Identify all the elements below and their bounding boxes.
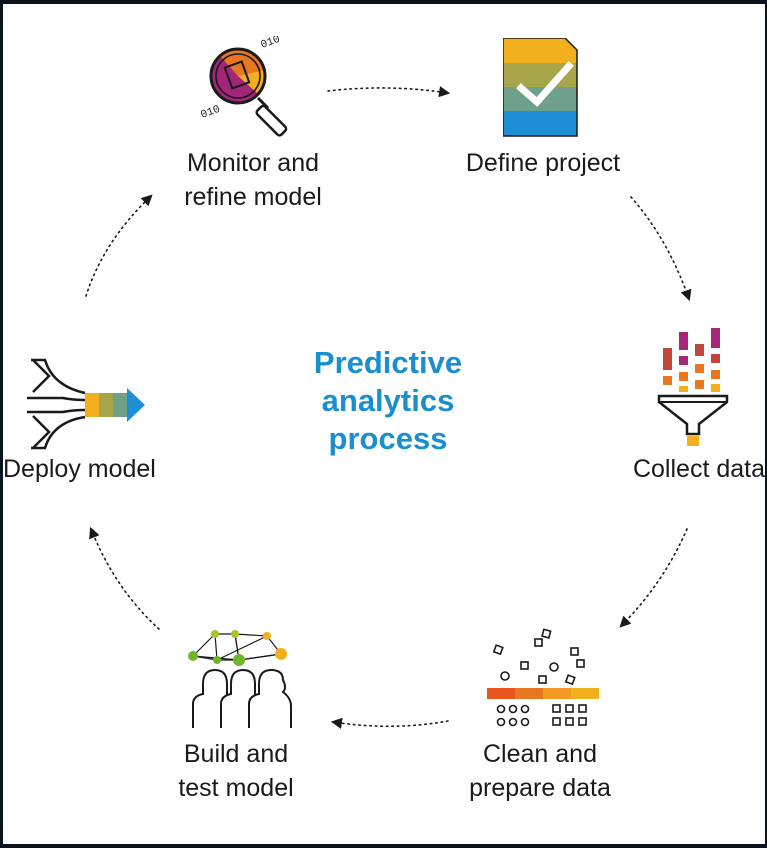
step-collect-label: Collect data xyxy=(632,455,765,483)
arrow-define-to-collect xyxy=(630,196,692,302)
arrow-deploy-to-monitor xyxy=(85,194,153,297)
checklist-document-icon xyxy=(503,38,578,137)
arrow-collect-to-clean xyxy=(619,528,688,628)
svg-text:010: 010 xyxy=(259,36,282,52)
step-define-label: Define project xyxy=(465,149,621,177)
cycle-arrows xyxy=(85,86,692,729)
people-network-icon xyxy=(188,630,292,728)
data-cleaning-icon xyxy=(487,628,599,727)
step-deploy-label: Deploy model xyxy=(3,455,156,483)
diagram-panel: Predictive analytics process 010 010 xyxy=(3,4,765,844)
step-monitor-label: Monitor and refine model xyxy=(184,149,322,211)
arrow-monitor-to-define xyxy=(327,86,451,98)
svg-text:010: 010 xyxy=(199,104,222,122)
merge-arrow-icon xyxy=(27,358,145,450)
step-build-label: Build and test model xyxy=(178,740,294,802)
title-line-3: process xyxy=(328,421,448,456)
title-line-1: Predictive xyxy=(313,345,463,380)
arrow-build-to-deploy xyxy=(89,526,160,630)
arrow-clean-to-build xyxy=(330,717,449,729)
center-title: Predictive analytics process xyxy=(273,344,503,458)
magnifier-binary-icon: 010 010 xyxy=(199,36,288,137)
title-line-2: analytics xyxy=(321,383,455,418)
funnel-data-icon xyxy=(657,328,729,446)
step-clean-label: Clean and prepare data xyxy=(469,740,611,802)
